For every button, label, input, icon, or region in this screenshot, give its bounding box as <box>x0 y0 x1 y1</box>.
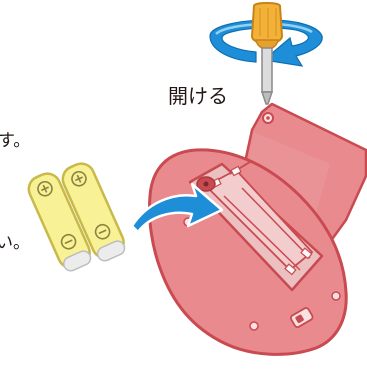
instruction-text-upper: す。 <box>0 131 30 151</box>
screwdriver-icon <box>250 2 284 105</box>
battery-right <box>61 162 126 262</box>
battery-left <box>27 172 92 272</box>
minus-terminal-icon <box>60 233 77 250</box>
plus-terminal-icon <box>71 170 87 187</box>
instruction-text-lower: い。 <box>0 233 30 253</box>
minus-terminal-icon <box>94 223 111 240</box>
slide-switch <box>290 307 314 328</box>
plus-terminal-icon <box>37 180 53 197</box>
open-label: 開ける <box>168 84 228 108</box>
insert-arrow-icon <box>130 182 224 234</box>
